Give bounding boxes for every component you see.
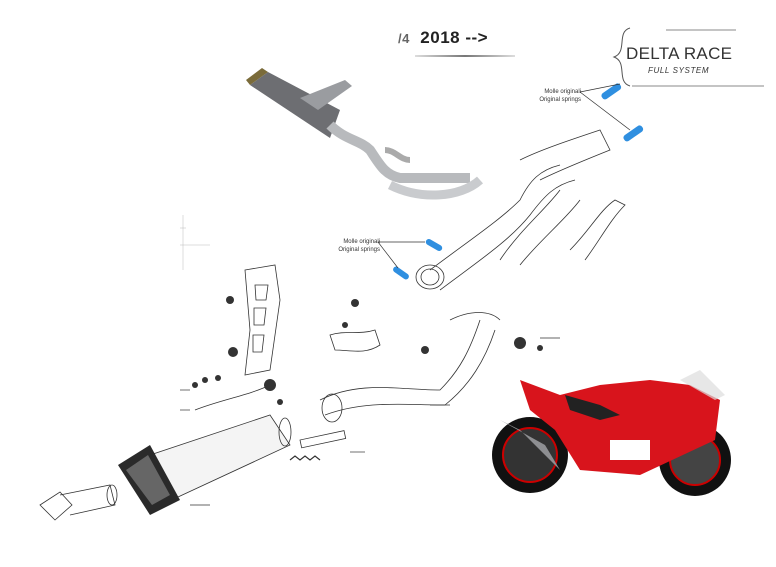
note-line-1: Molle originali xyxy=(544,89,581,95)
motorcycle-image xyxy=(492,370,731,496)
springs-note-left: Molle originali Original springs xyxy=(318,238,380,254)
spring-icons xyxy=(393,83,644,280)
callout-lines xyxy=(180,83,631,506)
title-prefix: /4 xyxy=(398,31,410,46)
note-line-2: Original springs xyxy=(539,97,581,103)
silencer xyxy=(118,414,292,515)
brand-bracket-icon xyxy=(612,27,764,87)
brand-name: DELTA RACE xyxy=(626,44,733,63)
brand-subtitle: FULL SYSTEM xyxy=(648,66,710,75)
title-underline xyxy=(415,55,515,57)
model-year-title: /4 2018 --> xyxy=(398,28,488,48)
note-line-2: Original springs xyxy=(338,247,380,253)
scale-marks xyxy=(180,215,210,270)
link-pipe xyxy=(39,430,347,521)
brand-logo xyxy=(606,26,766,88)
springs-note-top: Molle originali Original springs xyxy=(515,88,581,104)
title-text: 2018 --> xyxy=(420,28,489,47)
hanger-bracket xyxy=(194,264,281,411)
note-line-1: Molle originali xyxy=(343,239,380,245)
assembled-exhaust-image xyxy=(246,68,484,200)
hardware-parts xyxy=(192,296,543,405)
header-pipes xyxy=(319,129,626,423)
